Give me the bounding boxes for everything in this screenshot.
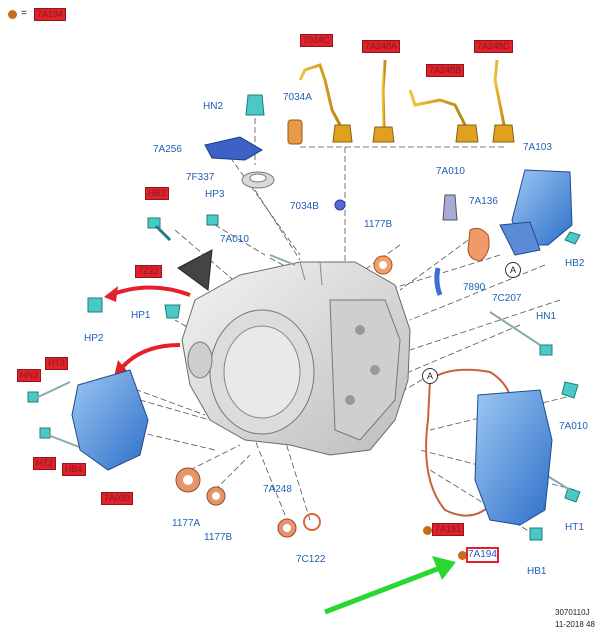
label-1177a[interactable]: 1177A — [172, 518, 201, 529]
drawing-number: 3070110J — [555, 608, 590, 617]
part-label-top-4[interactable]: 7A248B — [426, 64, 465, 77]
removal-arrows — [109, 285, 191, 372]
left-cover-art — [71, 369, 149, 471]
label-hp2[interactable]: HP2 — [84, 333, 104, 344]
transmission-housing-art — [181, 261, 411, 456]
pump-7a103-art — [499, 169, 573, 256]
part-label-cover[interactable]: 7A039 — [101, 492, 134, 505]
label-7f337[interactable]: 7F337 — [186, 172, 215, 183]
bolts-art — [27, 214, 581, 541]
label-7a010-top[interactable]: 7A010 — [436, 166, 465, 177]
label-1177b-top[interactable]: 1177B — [364, 219, 393, 230]
label-7a136[interactable]: 7A136 — [469, 196, 498, 207]
oil-pan-dot-icon — [458, 551, 467, 560]
part-label-left-2[interactable]: HT3 — [45, 357, 69, 370]
part-label-top-3[interactable]: 7A248C — [474, 40, 513, 53]
fluid-tubes-art — [298, 59, 507, 131]
part-label-top-2[interactable]: 7A248A — [362, 40, 401, 53]
part-label-bolt[interactable]: HB3 — [145, 187, 169, 200]
part-label-gasket[interactable]: 7A191 — [432, 523, 465, 536]
label-7a256[interactable]: 7A256 — [153, 144, 182, 155]
label-7034b[interactable]: 7034B — [290, 201, 319, 212]
part-label-left-1[interactable]: HN3 — [17, 369, 42, 382]
label-7890[interactable]: 7890 — [463, 282, 486, 293]
label-hb2[interactable]: HB2 — [565, 258, 585, 269]
gasket-dot-icon — [423, 526, 432, 535]
part-label-left-4[interactable]: HB4 — [62, 463, 86, 476]
label-7034a[interactable]: 7034A — [283, 92, 312, 103]
seals-art — [175, 467, 321, 538]
label-7a010-right[interactable]: 7A010 — [559, 421, 588, 432]
reference-mark-a-upper: A — [505, 262, 521, 278]
selected-part-7a194[interactable]: 7A194 — [466, 547, 499, 563]
label-1177b-bottom[interactable]: 1177B — [204, 532, 233, 543]
legend-equals: = — [21, 8, 27, 19]
label-7a010-mid[interactable]: 7A010 — [220, 234, 249, 245]
label-hn2[interactable]: HN2 — [203, 101, 224, 112]
label-hn1[interactable]: HN1 — [536, 311, 557, 322]
top-components-art — [204, 94, 490, 296]
label-ht1[interactable]: HT1 — [565, 522, 584, 533]
legend-part-code: 7A194 — [34, 8, 67, 21]
part-label-top-1[interactable]: 7034C — [300, 34, 333, 47]
label-7a103[interactable]: 7A103 — [523, 142, 552, 153]
reference-mark-a-lower: A — [422, 368, 438, 384]
label-7c207[interactable]: 7C207 — [492, 293, 522, 304]
legend-dot-icon — [8, 10, 17, 19]
triangle-part-art — [177, 249, 213, 291]
7034a-fitting-art — [287, 119, 303, 145]
part-label-triangle[interactable]: 7Z22 — [135, 265, 162, 278]
label-7c122[interactable]: 7C122 — [296, 554, 326, 565]
label-hp3[interactable]: HP3 — [205, 189, 225, 200]
label-7a248[interactable]: 7A248 — [263, 484, 292, 495]
highlight-arrow — [324, 556, 456, 615]
oil-pan-art — [474, 389, 553, 526]
label-hp1[interactable]: HP1 — [131, 310, 151, 321]
label-hb1[interactable]: HB1 — [527, 566, 547, 577]
drawing-date: 11-2018 48 — [555, 620, 595, 629]
part-label-left-3[interactable]: HT2 — [33, 457, 57, 470]
